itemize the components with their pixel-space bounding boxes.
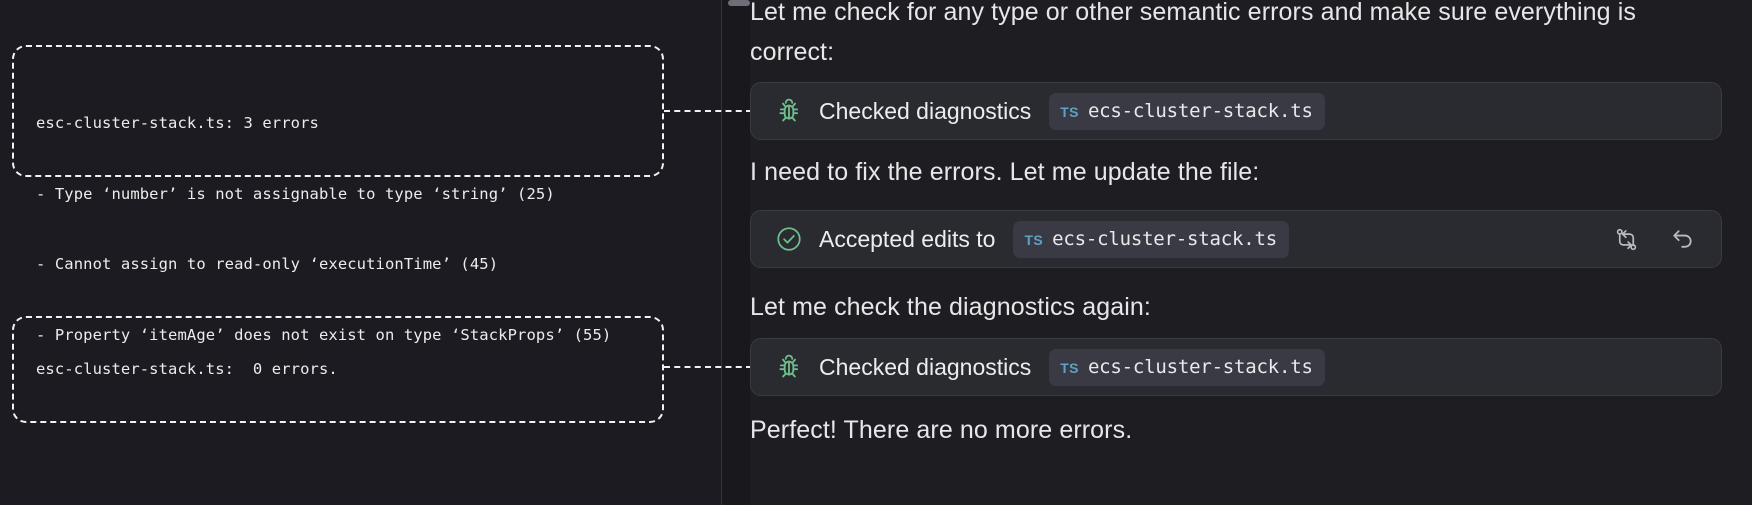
file-name: ecs-cluster-stack.ts: [1052, 227, 1277, 250]
assistant-paragraph: I need to fix the errors. Let me update …: [750, 158, 1260, 186]
typescript-badge: TS: [1060, 103, 1079, 120]
assistant-paragraph: Let me check the diagnostics again:: [750, 293, 1151, 321]
callout-diagnostics-after: esc-cluster-stack.ts: 0 errors.: [12, 316, 664, 423]
callout-line: - Type ‘number’ is not assignable to typ…: [36, 184, 555, 203]
tool-card-checked-diagnostics-again[interactable]: Checked diagnostics TS ecs-cluster-stack…: [750, 338, 1722, 396]
tool-card-label: Checked diagnostics: [819, 98, 1032, 124]
connector-line-after: [664, 366, 752, 368]
callout-diagnostics-before: esc-cluster-stack.ts: 3 errors - Type ‘n…: [12, 45, 664, 344]
compare-changes-icon[interactable]: [1611, 224, 1641, 254]
undo-icon[interactable]: [1667, 224, 1697, 254]
assistant-paragraph: Let me check for any type or other seman…: [750, 0, 1636, 66]
file-name: ecs-cluster-stack.ts: [1087, 99, 1313, 122]
file-name: ecs-cluster-stack.ts: [1087, 355, 1313, 378]
file-chip[interactable]: TS ecs-cluster-stack.ts: [1049, 92, 1325, 130]
tool-card-label: Accepted edits to: [819, 226, 996, 252]
tool-card-checked-diagnostics[interactable]: Checked diagnostics TS ecs-cluster-stack…: [750, 82, 1722, 140]
scroll-gutter[interactable]: [722, 0, 750, 505]
tool-card-accepted-edits[interactable]: Accepted edits to TS ecs-cluster-stack.t…: [750, 210, 1722, 268]
assistant-paragraph: Perfect! There are no more errors.: [750, 416, 1133, 444]
typescript-badge: TS: [1060, 359, 1079, 376]
callout-line: - Property ‘itemAge’ does not exist on t…: [36, 325, 612, 344]
file-chip[interactable]: TS ecs-cluster-stack.ts: [1013, 220, 1289, 258]
panel-divider: [721, 0, 722, 505]
typescript-badge: TS: [1024, 231, 1044, 248]
bug-icon: [775, 353, 803, 381]
card-action-group: [1611, 224, 1703, 254]
bug-icon: [775, 97, 803, 125]
connector-line-before: [664, 110, 752, 112]
callout-line: esc-cluster-stack.ts: 3 errors: [36, 114, 319, 132]
tool-card-label: Checked diagnostics: [819, 354, 1032, 380]
annotation-panel: esc-cluster-stack.ts: 3 errors - Type ‘n…: [0, 0, 721, 505]
chat-transcript-panel: Let me check for any type or other seman…: [750, 0, 1752, 505]
scrollbar-thumb[interactable]: [728, 0, 750, 6]
callout-line: esc-cluster-stack.ts: 0 errors.: [36, 359, 338, 378]
check-circle-icon: [775, 225, 803, 253]
callout-line: - Cannot assign to read-only ‘executionT…: [36, 255, 499, 273]
file-chip[interactable]: TS ecs-cluster-stack.ts: [1049, 348, 1325, 386]
